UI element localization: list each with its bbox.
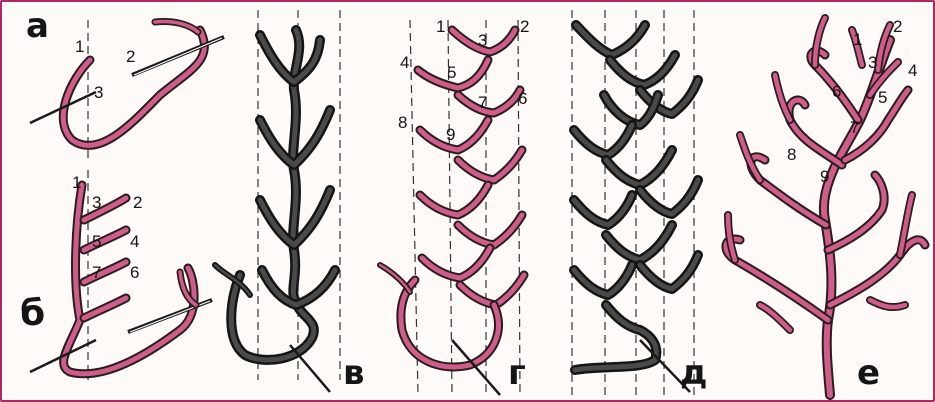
panel-g-stitch [380, 30, 524, 395]
panel-e-label: е [857, 353, 880, 393]
panel-b-num-1: 1 [72, 173, 81, 192]
panel-a-num-2: 2 [126, 47, 135, 66]
panel-b-stitch [30, 185, 212, 374]
panel-b-num-6: 6 [130, 263, 139, 282]
panel-e-num-5: 5 [878, 88, 887, 107]
panel-b-num-3: 3 [92, 193, 101, 212]
panel-b-num-4: 4 [130, 232, 139, 251]
panel-b-label: б [20, 293, 45, 334]
panel-e-stitch [726, 18, 925, 395]
panel-b-num-7: 7 [92, 263, 101, 282]
panel-a-num-1: 1 [75, 37, 84, 56]
panel-g-num-2: 2 [520, 17, 529, 36]
panel-e-num-6: 6 [832, 82, 841, 101]
panel-a-label: а [26, 6, 49, 46]
panel-d-label: д [680, 353, 707, 393]
panel-b-num-2: 2 [133, 193, 142, 212]
panel-e-num-7: 7 [850, 118, 859, 137]
panel-b-num-5: 5 [92, 232, 101, 251]
panel-a-num-3: 3 [94, 83, 103, 102]
panel-g-num-9: 9 [446, 125, 455, 144]
panel-a-stitch [30, 22, 224, 146]
panel-e-num-9: 9 [820, 167, 829, 186]
panel-v-stitch [215, 30, 335, 392]
panel-e-num-2: 2 [893, 17, 902, 36]
panel-v-label: в [343, 353, 365, 393]
panel-g-num-3: 3 [478, 31, 487, 50]
panel-g-num-5: 5 [447, 63, 456, 82]
panel-e-num-1: 1 [853, 30, 862, 49]
panel-g-num-7: 7 [478, 93, 487, 112]
panel-g-num-8: 8 [398, 113, 407, 132]
panel-g-num-6: 6 [518, 89, 527, 108]
panel-e-num-8: 8 [787, 145, 796, 164]
panel-e-num-3: 3 [868, 53, 877, 72]
panel-g-num-4: 4 [400, 53, 409, 72]
panel-g-num-1: 1 [436, 17, 445, 36]
panel-e-num-4: 4 [908, 61, 917, 80]
panel-g-label: г [508, 353, 526, 393]
guide-lines [88, 10, 694, 395]
